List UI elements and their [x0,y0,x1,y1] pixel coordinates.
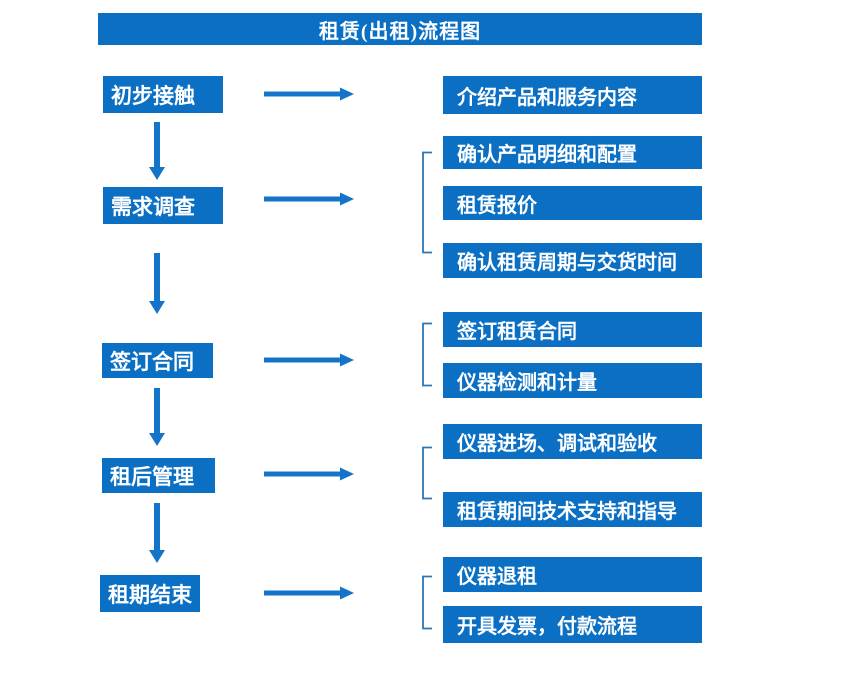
arrow-right-icon [264,586,354,600]
detail-box-confirm-rental-period: 确认租赁周期与交货时间 [443,243,702,278]
arrow-right-icon [264,353,354,367]
bracket-icon [422,575,432,630]
detail-box-confirm-product-details: 确认产品明细和配置 [443,136,702,169]
bracket-icon [422,446,432,500]
detail-box-rental-quote: 租赁报价 [443,186,702,220]
arrow-down-icon [149,388,165,446]
detail-box-instrument-return: 仪器退租 [443,557,702,592]
arrow-right-icon [264,192,354,206]
arrow-right-icon [264,87,354,101]
step-box-demand-survey: 需求调查 [103,187,223,224]
flowchart-title: 租赁(出租)流程图 [98,13,702,45]
detail-box-sign-rental-contract: 签订租赁合同 [443,312,702,347]
arrow-right-icon [264,467,354,481]
detail-box-technical-support: 租赁期间技术支持和指导 [443,492,702,527]
bracket-icon [422,151,432,254]
step-box-initial-contact: 初步接触 [103,76,223,113]
arrow-down-icon [149,503,165,563]
bracket-icon [422,322,432,387]
step-box-rental-end: 租期结束 [100,575,200,612]
detail-box-instrument-inspection: 仪器检测和计量 [443,363,702,398]
arrow-down-icon [149,122,165,180]
step-box-contract-signing: 签订合同 [102,343,213,378]
detail-box-invoice-payment: 开具发票，付款流程 [443,606,702,643]
detail-box-instrument-setup: 仪器进场、调试和验收 [443,424,702,459]
detail-box-introduce-products: 介绍产品和服务内容 [443,76,702,114]
arrow-down-icon [149,253,165,314]
step-box-post-rental-management: 租后管理 [102,458,215,493]
